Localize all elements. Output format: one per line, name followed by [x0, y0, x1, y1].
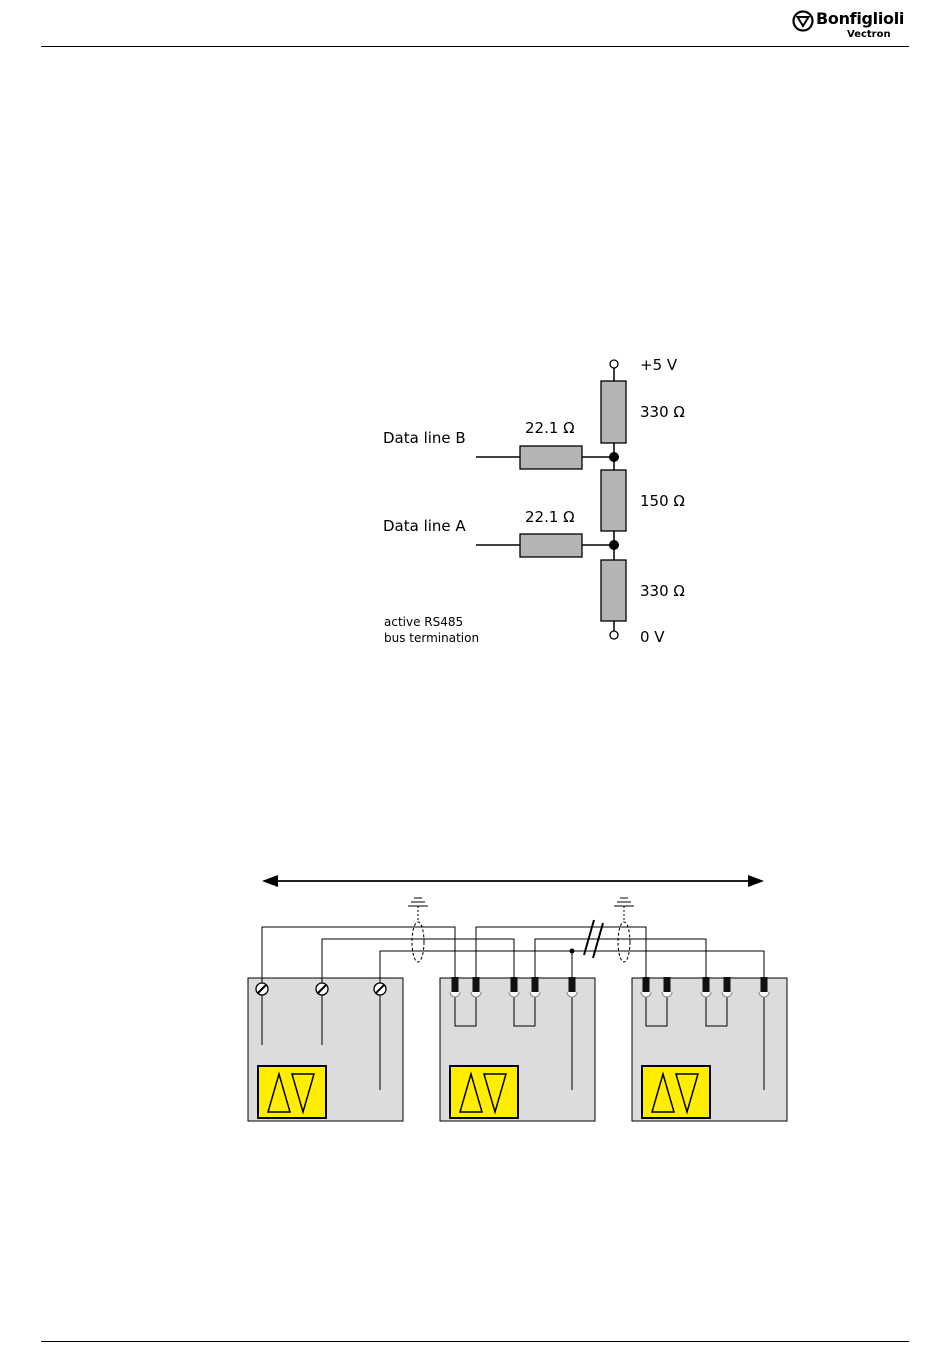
display-slave-2	[642, 1066, 710, 1118]
resistor-bottom	[601, 560, 626, 621]
bus-termination-diagram: +5 V 330 Ω 150 Ω 330 Ω 0 V 22.1 Ω 22.1 Ω…	[0, 0, 950, 700]
cable-break-1	[584, 920, 594, 955]
plug-terminal-icon	[759, 977, 769, 997]
line-a-label: Data line A	[383, 517, 466, 535]
plug-terminal-icon	[509, 977, 519, 997]
plug-terminal-icon	[530, 977, 540, 997]
plug-terminal-icon	[450, 977, 460, 997]
r-line-a-label: 22.1 Ω	[525, 508, 575, 526]
plug-terminal-icon	[722, 977, 732, 997]
display-slave-1	[450, 1066, 518, 1118]
resistor-top	[601, 381, 626, 443]
caption-line-2: bus termination	[384, 631, 479, 645]
resistor-line-a	[520, 534, 582, 557]
plug-terminal-icon	[567, 977, 577, 997]
screw-terminal-icon	[374, 983, 386, 995]
wire-junction	[570, 949, 575, 954]
ground-label: 0 V	[640, 628, 665, 646]
bus-wiring-diagram	[0, 860, 950, 1140]
r-top-label: 330 Ω	[640, 403, 685, 421]
resistor-line-b	[520, 446, 582, 469]
plug-terminal-icon	[471, 977, 481, 997]
line-b-label: Data line B	[383, 429, 466, 447]
footer-rule	[41, 1341, 909, 1342]
screw-terminal-icon	[316, 983, 328, 995]
plug-terminal-icon	[641, 977, 651, 997]
r-bottom-label: 330 Ω	[640, 582, 685, 600]
r-line-b-label: 22.1 Ω	[525, 419, 575, 437]
junction-b	[609, 452, 619, 462]
arrow-left-head	[262, 875, 278, 887]
cable-break-2	[593, 923, 603, 958]
arrow-right-head	[748, 875, 764, 887]
plug-terminal-icon	[662, 977, 672, 997]
shield-2	[618, 922, 630, 962]
ground-icon	[408, 898, 428, 906]
r-mid-label: 150 Ω	[640, 492, 685, 510]
shield-1	[412, 922, 424, 962]
caption-line-1: active RS485	[384, 615, 463, 629]
supply-terminal	[610, 360, 618, 368]
ground-icon	[614, 898, 634, 906]
resistor-middle	[601, 470, 626, 531]
supply-label: +5 V	[640, 356, 678, 374]
junction-a	[609, 540, 619, 550]
plug-terminal-icon	[701, 977, 711, 997]
screw-terminal-icon	[256, 983, 268, 995]
ground-terminal	[610, 631, 618, 639]
display-master	[258, 1066, 326, 1118]
